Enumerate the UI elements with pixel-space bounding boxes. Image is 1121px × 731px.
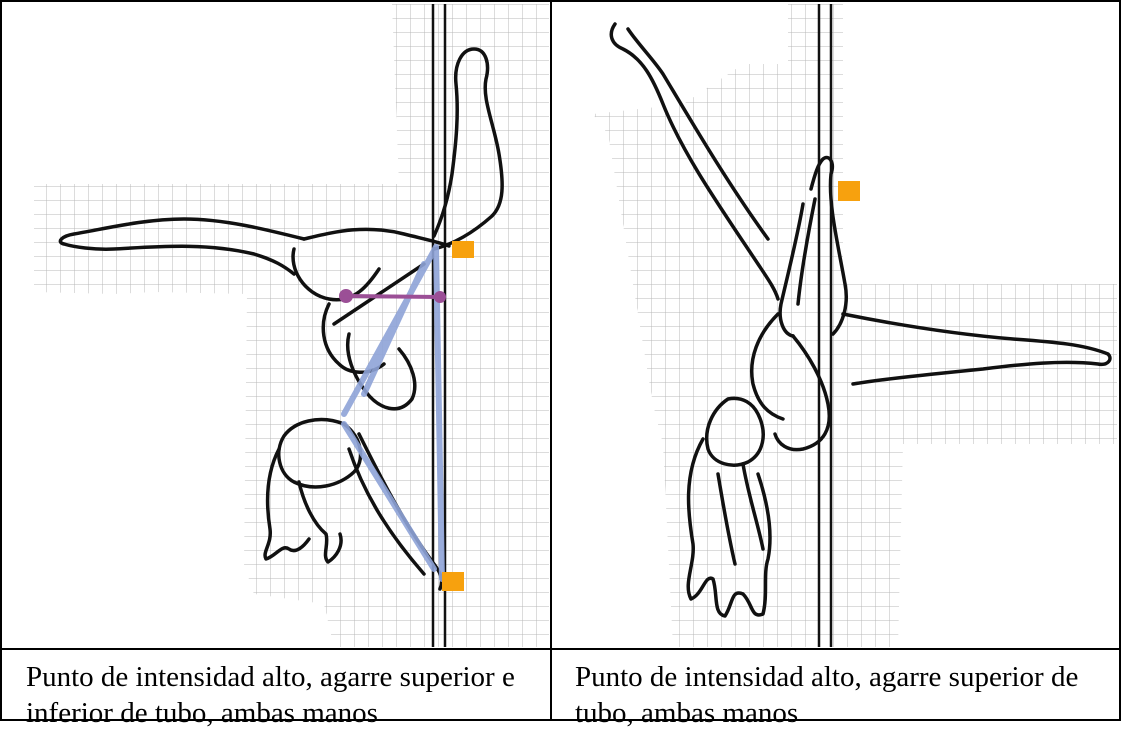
grid-paper [593,4,1117,647]
table-border-row [0,648,1121,650]
table-border-top [0,0,1121,2]
table-border-left [0,0,2,721]
marker-upper [452,241,474,258]
figure-1-image [4,4,549,647]
figure-2-caption-cell: Punto de intensidad alto, agarre superio… [553,651,1117,717]
figure-1-caption-cell: Punto de intensidad alto, agarre superio… [4,651,549,717]
marker-upper [838,181,860,201]
table-border-middle [550,0,552,721]
marker-lower [442,572,464,591]
pole-pose-drawing-2 [553,4,1117,647]
pole-pose-drawing-1 [4,4,549,647]
figure-2-image [553,4,1117,647]
